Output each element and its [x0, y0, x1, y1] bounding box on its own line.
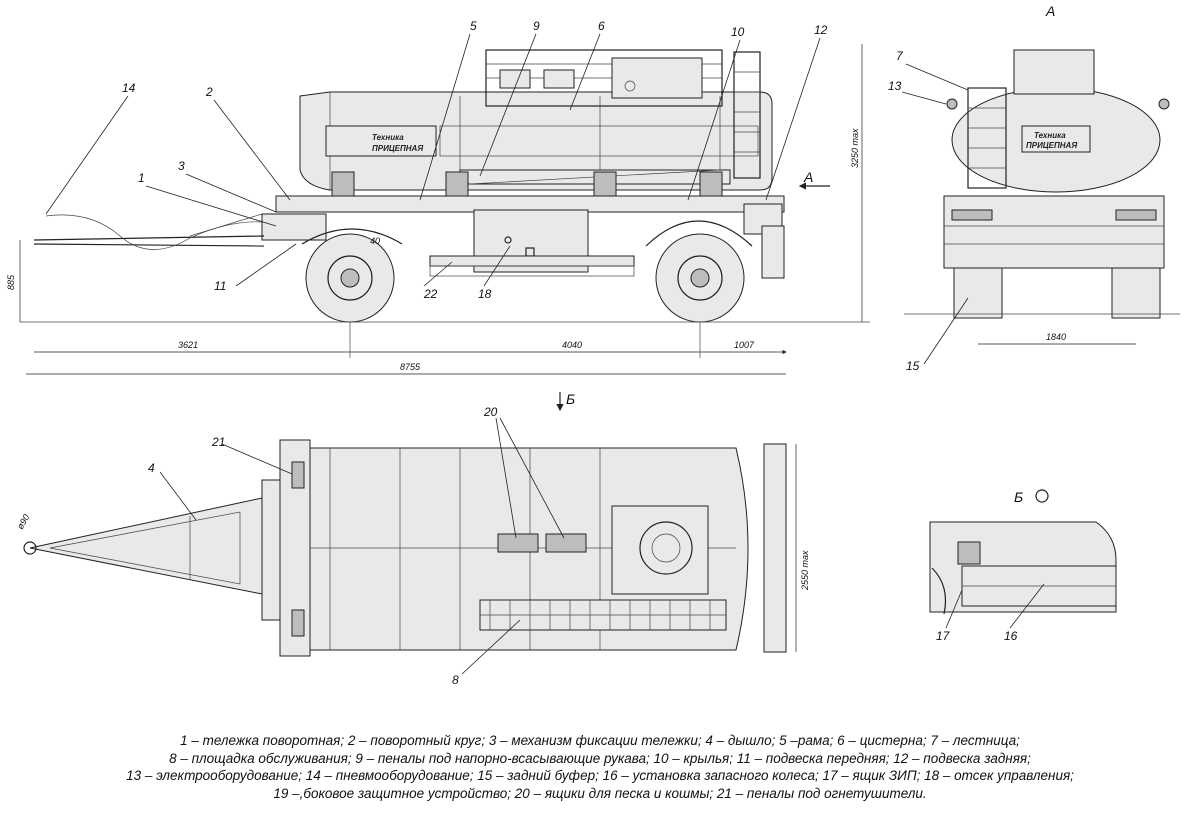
platform-grid	[480, 600, 726, 630]
callout-5: 5	[470, 19, 477, 33]
callout-4: 4	[148, 461, 155, 475]
callout-16: 16	[1004, 629, 1018, 643]
legend-line-4: 19 –,боковое защитное устройство; 20 – я…	[273, 785, 927, 801]
dim-4040: 4040	[562, 340, 582, 350]
tank-logo-model: ПРИЦЕПНАЯ	[372, 144, 423, 153]
rear-logo-brand: Техника	[1034, 131, 1066, 140]
callout-20: 20	[483, 405, 498, 419]
callout-10: 10	[731, 25, 745, 39]
callout-14: 14	[122, 81, 136, 95]
legend: 1 – тележка поворотная; 2 – поворотный к…	[20, 732, 1180, 802]
dim-90: ø90	[15, 513, 31, 531]
callout-22: 22	[423, 287, 438, 301]
callout-2: 2	[205, 85, 213, 99]
dim-1840: 1840	[1046, 332, 1066, 342]
detail-view-title: Б	[1014, 489, 1023, 505]
callout-12: 12	[814, 23, 828, 37]
top-view-b: Б ø90	[15, 391, 810, 687]
detail-view-b: Б 17 16	[929, 489, 1117, 643]
dim-1007: 1007	[734, 340, 755, 350]
callout-15: 15	[906, 359, 920, 373]
legend-line-3: 13 – электрооборудование; 14 – пневмообо…	[126, 768, 1074, 783]
dim-8755: 8755	[400, 362, 421, 372]
dim-3621: 3621	[178, 340, 198, 350]
legend-line-2: 8 – площадка обслуживания; 9 – пеналы по…	[169, 750, 1031, 766]
callout-7: 7	[896, 49, 904, 63]
rear-logo-model: ПРИЦЕПНАЯ	[1026, 141, 1077, 150]
rear-view-title: А	[1045, 3, 1055, 19]
callout-1: 1	[138, 171, 145, 185]
dim-40: 40	[370, 236, 380, 246]
legend-line-1: 1 – тележка поворотная; 2 – поворотный к…	[180, 733, 1020, 748]
callout-3: 3	[178, 159, 185, 173]
technical-drawing: Техника ПРИЦЕПНАЯ	[6, 3, 1180, 687]
callout-6: 6	[598, 19, 605, 33]
callout-9: 9	[533, 19, 540, 33]
callout-18: 18	[478, 287, 492, 301]
callout-13: 13	[888, 79, 902, 93]
section-arrow-a-label: А	[803, 169, 813, 185]
callout-8: 8	[452, 673, 459, 687]
tank-logo-brand: Техника	[372, 133, 404, 142]
dim-885: 885	[6, 274, 16, 290]
rear-view-a: А Техника ПРИЦЕПНАЯ 1840 7 13 15	[888, 3, 1180, 373]
callout-17: 17	[936, 629, 951, 643]
top-view-arrow-label: Б	[566, 391, 575, 407]
side-view: Техника ПРИЦЕПНАЯ	[6, 19, 870, 375]
callout-11: 11	[214, 279, 226, 293]
dim-3250: 3250 max	[850, 128, 860, 168]
dim-2550: 2550 max	[800, 550, 810, 591]
callout-21: 21	[211, 435, 225, 449]
